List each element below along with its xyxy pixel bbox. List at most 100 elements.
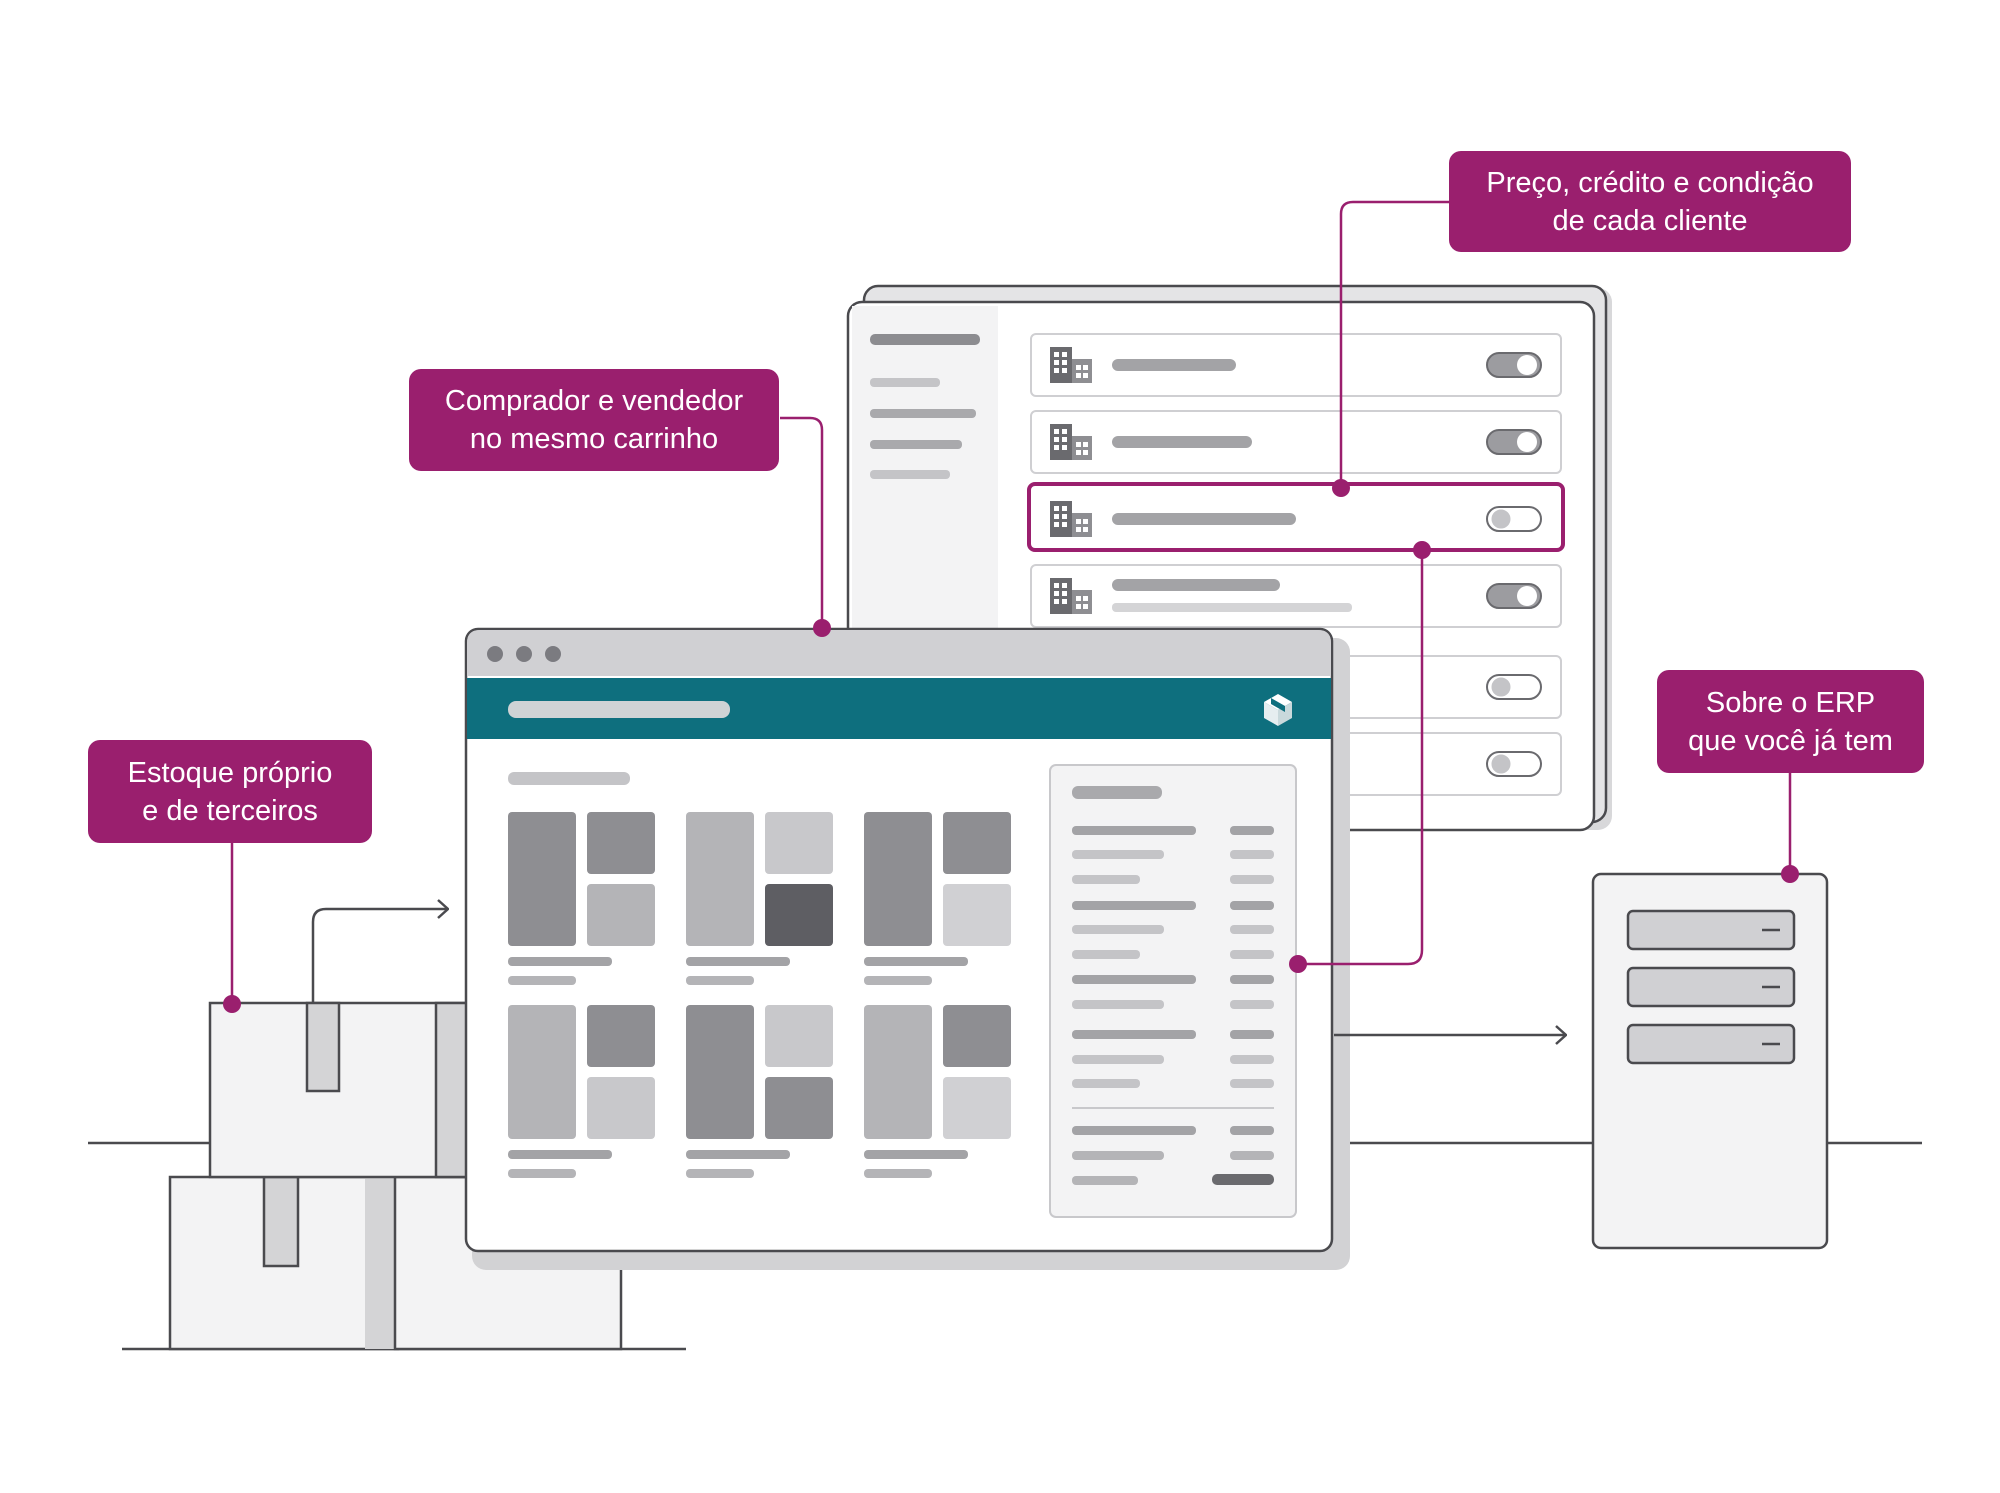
product-image-placeholder[interactable] <box>765 1005 833 1067</box>
cart-total-value-placeholder <box>1230 1126 1274 1135</box>
product-image-placeholder[interactable] <box>943 1077 1011 1139</box>
cart-line-item <box>1072 901 1274 910</box>
cart-total-value-placeholder <box>1230 1151 1274 1160</box>
cart-item-placeholder <box>1072 826 1196 835</box>
customer-row-card[interactable] <box>1030 564 1562 628</box>
cart-item-placeholder <box>1072 975 1196 984</box>
search-bar-placeholder[interactable] <box>508 701 730 718</box>
stock-to-store-arrow <box>311 909 448 1003</box>
product-price-placeholder <box>686 1169 754 1178</box>
anchor-dot <box>1413 541 1431 559</box>
product-image-placeholder[interactable] <box>587 812 655 874</box>
product-card[interactable] <box>686 1005 833 1178</box>
window-dot-icon[interactable] <box>545 646 561 662</box>
building-icon <box>1050 578 1092 614</box>
window-dot-icon[interactable] <box>487 646 503 662</box>
customer-toggle[interactable] <box>1486 429 1542 455</box>
storefront-window <box>464 627 1350 1270</box>
product-card[interactable] <box>508 812 655 985</box>
product-price-placeholder <box>508 1169 576 1178</box>
callout-stock: Estoque próprio e de terceiros <box>88 740 372 843</box>
product-grid <box>508 812 1011 1178</box>
product-image-placeholder[interactable] <box>943 884 1011 946</box>
product-image-placeholder[interactable] <box>686 812 754 946</box>
cart-item-placeholder <box>1072 1055 1164 1064</box>
anchor-dot <box>1289 955 1307 973</box>
customer-toggle[interactable] <box>1486 751 1542 777</box>
product-image-placeholder[interactable] <box>587 1077 655 1139</box>
cart-item-placeholder <box>1072 901 1196 910</box>
product-card[interactable] <box>686 812 833 985</box>
product-image-placeholder[interactable] <box>587 884 655 946</box>
cart-line-item <box>1072 826 1274 835</box>
cart-item-placeholder <box>1072 1030 1196 1039</box>
anchor-dot <box>813 619 831 637</box>
customer-row[interactable] <box>1030 410 1562 474</box>
box-side-shade <box>365 1177 395 1349</box>
cart-item-value-placeholder <box>1230 850 1274 859</box>
erp-drives <box>1626 909 1796 1065</box>
cart-item-placeholder <box>1072 925 1164 934</box>
sidebar-item-placeholder[interactable] <box>870 440 962 449</box>
customer-toggle[interactable] <box>1486 674 1542 700</box>
customer-row-card[interactable] <box>1030 333 1562 397</box>
product-image-placeholder[interactable] <box>765 884 833 946</box>
cart-line-item <box>1072 1079 1274 1088</box>
product-price-placeholder <box>864 1169 932 1178</box>
customer-row-card[interactable] <box>1027 482 1565 552</box>
customer-name-placeholder <box>1112 359 1236 371</box>
cart-title-placeholder <box>1072 786 1162 799</box>
product-card[interactable] <box>508 1005 655 1178</box>
building-icon <box>1050 347 1092 383</box>
cart-item-value-placeholder <box>1230 826 1274 835</box>
product-image-placeholder[interactable] <box>765 812 833 874</box>
cart-line-item <box>1072 1030 1274 1039</box>
sidebar-heading-placeholder <box>870 334 980 345</box>
cart-line-item <box>1072 1055 1274 1064</box>
product-name-placeholder <box>508 1150 612 1159</box>
cart-total-label-placeholder <box>1072 1126 1196 1135</box>
customer-name-placeholder <box>1112 513 1296 525</box>
customer-toggle[interactable] <box>1486 583 1542 609</box>
cart-item-value-placeholder <box>1230 1030 1274 1039</box>
product-image-placeholder[interactable] <box>508 1005 576 1139</box>
customer-row[interactable] <box>1027 482 1565 552</box>
sidebar-item-placeholder[interactable] <box>870 378 940 387</box>
box-top <box>208 1001 480 1179</box>
box-tape <box>305 1001 341 1093</box>
window-titlebar <box>467 630 1331 676</box>
product-image-placeholder[interactable] <box>864 1005 932 1139</box>
customer-row[interactable] <box>1030 564 1562 628</box>
cart-item-value-placeholder <box>1230 975 1274 984</box>
cart-lines <box>1072 826 1274 1088</box>
box-logo-icon[interactable] <box>1264 694 1292 726</box>
product-image-placeholder[interactable] <box>587 1005 655 1067</box>
customer-row-card[interactable] <box>1030 410 1562 474</box>
cart-item-placeholder <box>1072 875 1140 884</box>
sidebar-item-placeholder[interactable] <box>870 470 950 479</box>
product-image-placeholder[interactable] <box>686 1005 754 1139</box>
customer-toggle[interactable] <box>1486 352 1542 378</box>
window-dot-icon[interactable] <box>516 646 532 662</box>
product-image-placeholder[interactable] <box>864 812 932 946</box>
customer-toggle[interactable] <box>1486 506 1542 532</box>
sidebar-item-placeholder[interactable] <box>870 409 976 418</box>
cart-item-placeholder <box>1072 950 1140 959</box>
cart-line-item <box>1072 875 1274 884</box>
cart-item-value-placeholder <box>1230 875 1274 884</box>
product-image-placeholder[interactable] <box>765 1077 833 1139</box>
product-image-placeholder[interactable] <box>943 1005 1011 1067</box>
product-image-placeholder[interactable] <box>943 812 1011 874</box>
product-image-placeholder[interactable] <box>508 812 576 946</box>
customer-row[interactable] <box>1030 333 1562 397</box>
building-icon <box>1050 424 1092 460</box>
checkout-button-placeholder[interactable] <box>1212 1174 1274 1185</box>
product-card[interactable] <box>864 1005 1011 1178</box>
erp-drive <box>1626 1023 1796 1065</box>
product-card[interactable] <box>864 812 1011 985</box>
cart-line-item <box>1072 950 1274 959</box>
cart-item-value-placeholder <box>1230 901 1274 910</box>
cart-item-placeholder <box>1072 1000 1164 1009</box>
